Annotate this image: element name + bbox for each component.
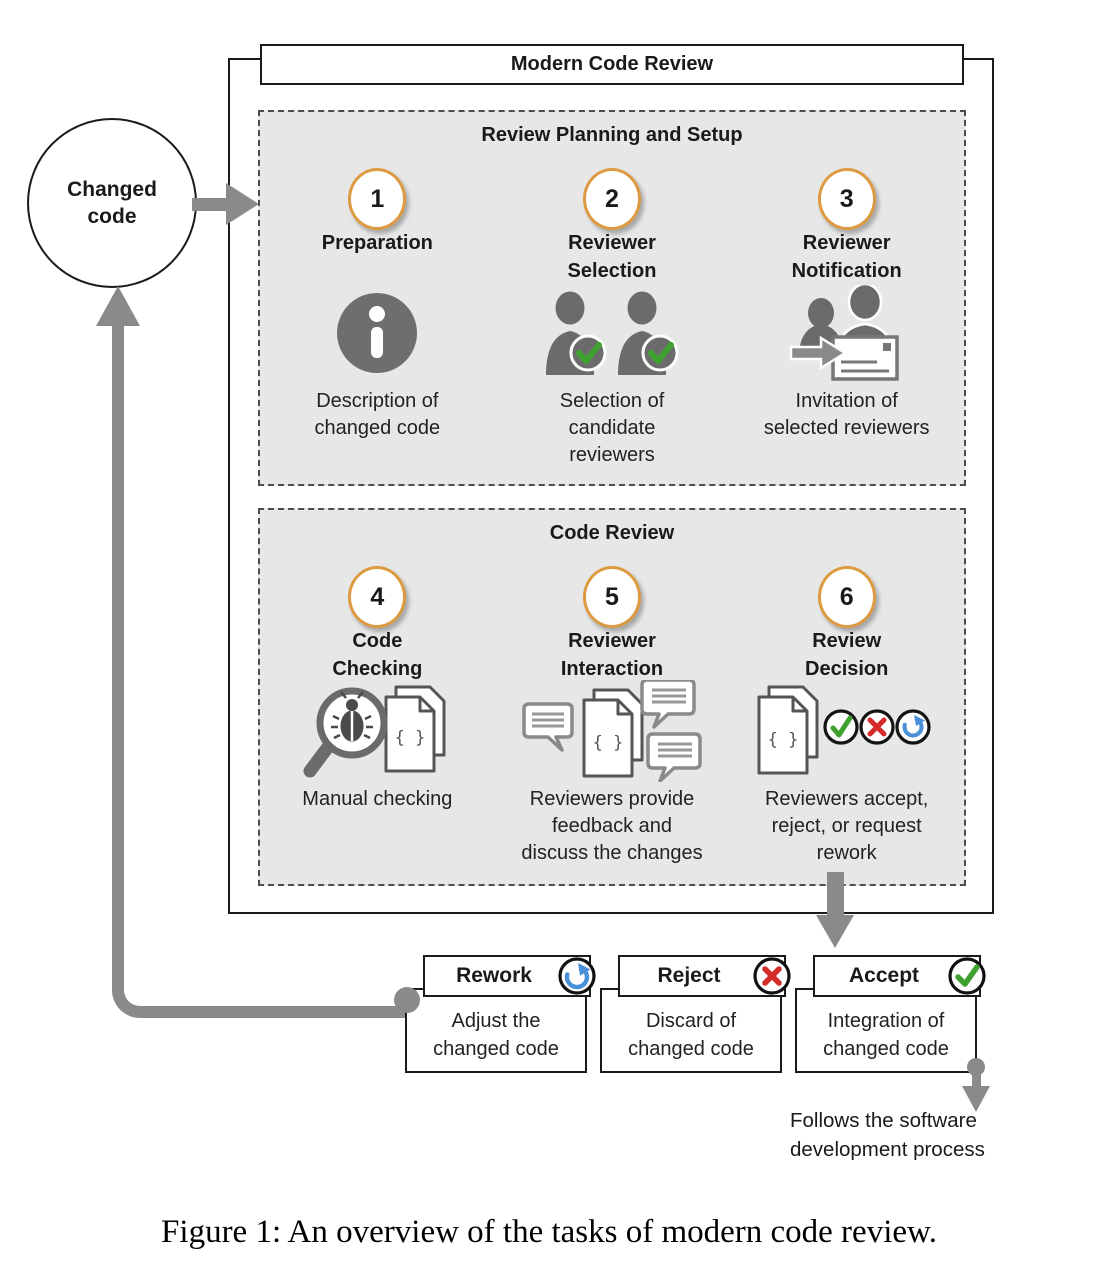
step-caption: Manual checking [302,788,453,810]
rework-box: Adjust the changed code [405,988,587,1073]
accept-arrow-head-icon [962,1086,990,1112]
decision-arrow-shaft [827,872,844,919]
svg-text:{ }: { } [767,730,798,750]
step-label: Reviewer Interaction [560,630,664,680]
svg-text:{ }: { } [593,733,624,753]
changed-code-arrow-shaft [192,198,228,211]
accept-check-icon [947,956,987,996]
section-code-review: Code Review 4 Code Checking { } [258,508,966,886]
reject-box: Discard of changed code [600,988,782,1073]
step-caption: Selection of candidate reviewers [559,390,665,466]
reject-cross-icon [752,956,792,996]
step-caption: Reviewers provide feedback and discuss t… [521,788,703,864]
step-label: Code Checking [332,630,423,680]
feedback-connector-dot [394,987,420,1013]
step-number-badge: 5 [583,566,641,628]
changed-code-arrow-head-icon [226,183,259,225]
feedback-arrow-up-icon [96,286,140,326]
reviewers-check-icon [495,282,730,384]
code-review-section-title: Code Review [549,522,675,544]
info-icon [260,282,495,384]
code-review-steps-row: 4 Code Checking { } [260,510,964,884]
invitation-envelope-icon [729,282,964,384]
decision-arrow-head-icon [816,915,854,948]
changed-code-node: Changed code [27,118,197,288]
svg-text:{ }: { } [395,728,426,748]
step-label: Reviewer Selection [567,232,657,282]
step-label: Preparation [321,232,433,254]
step-number-badge: 4 [348,566,407,628]
step-reviewer-notification: 3 Reviewer Notification Inv [729,112,964,484]
rework-refresh-icon [557,956,597,996]
step-reviewer-interaction: 5 Reviewer Interaction { } [495,510,730,884]
bug-magnifier-icon: { } [260,680,495,782]
accept-box: Integration of changed code [795,988,977,1073]
planning-steps-row: 1 Preparation Description of changed cod… [260,112,964,484]
planning-section-title: Review Planning and Setup [481,124,743,146]
step-number-badge: 1 [348,168,407,230]
step-number-badge: 3 [817,168,876,230]
step-number-badge: 2 [583,168,641,230]
step-caption: Reviewers accept, reject, or request rew… [764,788,929,864]
reject-label: Reject [657,964,721,987]
step-reviewer-selection: 2 Reviewer Selection [495,112,730,484]
diagram-title-label: Modern Code Review [510,53,714,75]
step-review-decision: 6 Review Decision { } [729,510,964,884]
rework-label: Rework [456,964,532,987]
rework-feedback-connector [112,324,420,1018]
figure-caption: Figure 1: An overview of the tasks of mo… [161,1214,937,1250]
discussion-bubbles-icon: { } [495,680,730,782]
step-code-checking: 4 Code Checking { } [260,510,495,884]
reject-header: Reject [618,955,791,997]
changed-code-label: Changed code [67,178,157,228]
step-label: Reviewer Notification [791,232,902,282]
step-caption: Description of changed code [314,390,441,439]
rework-header: Rework [423,955,596,997]
step-preparation: 1 Preparation Description of changed cod… [260,112,495,484]
accept-label: Accept [848,964,920,987]
accept-arrow-dot [967,1058,985,1076]
decision-badges-icon: { } [729,680,964,782]
step-number-badge: 6 [817,566,876,628]
step-caption: Invitation of selected reviewers [763,390,930,439]
diagram-title: Modern Code Review [260,44,964,85]
followup-note: Follows the software development process [790,1109,985,1161]
section-review-planning-and-setup: Review Planning and Setup 1 Preparation … [258,110,966,486]
accept-arrow-shaft [972,1070,981,1090]
step-label: Review Decision [805,630,889,680]
accept-header: Accept [813,955,986,997]
